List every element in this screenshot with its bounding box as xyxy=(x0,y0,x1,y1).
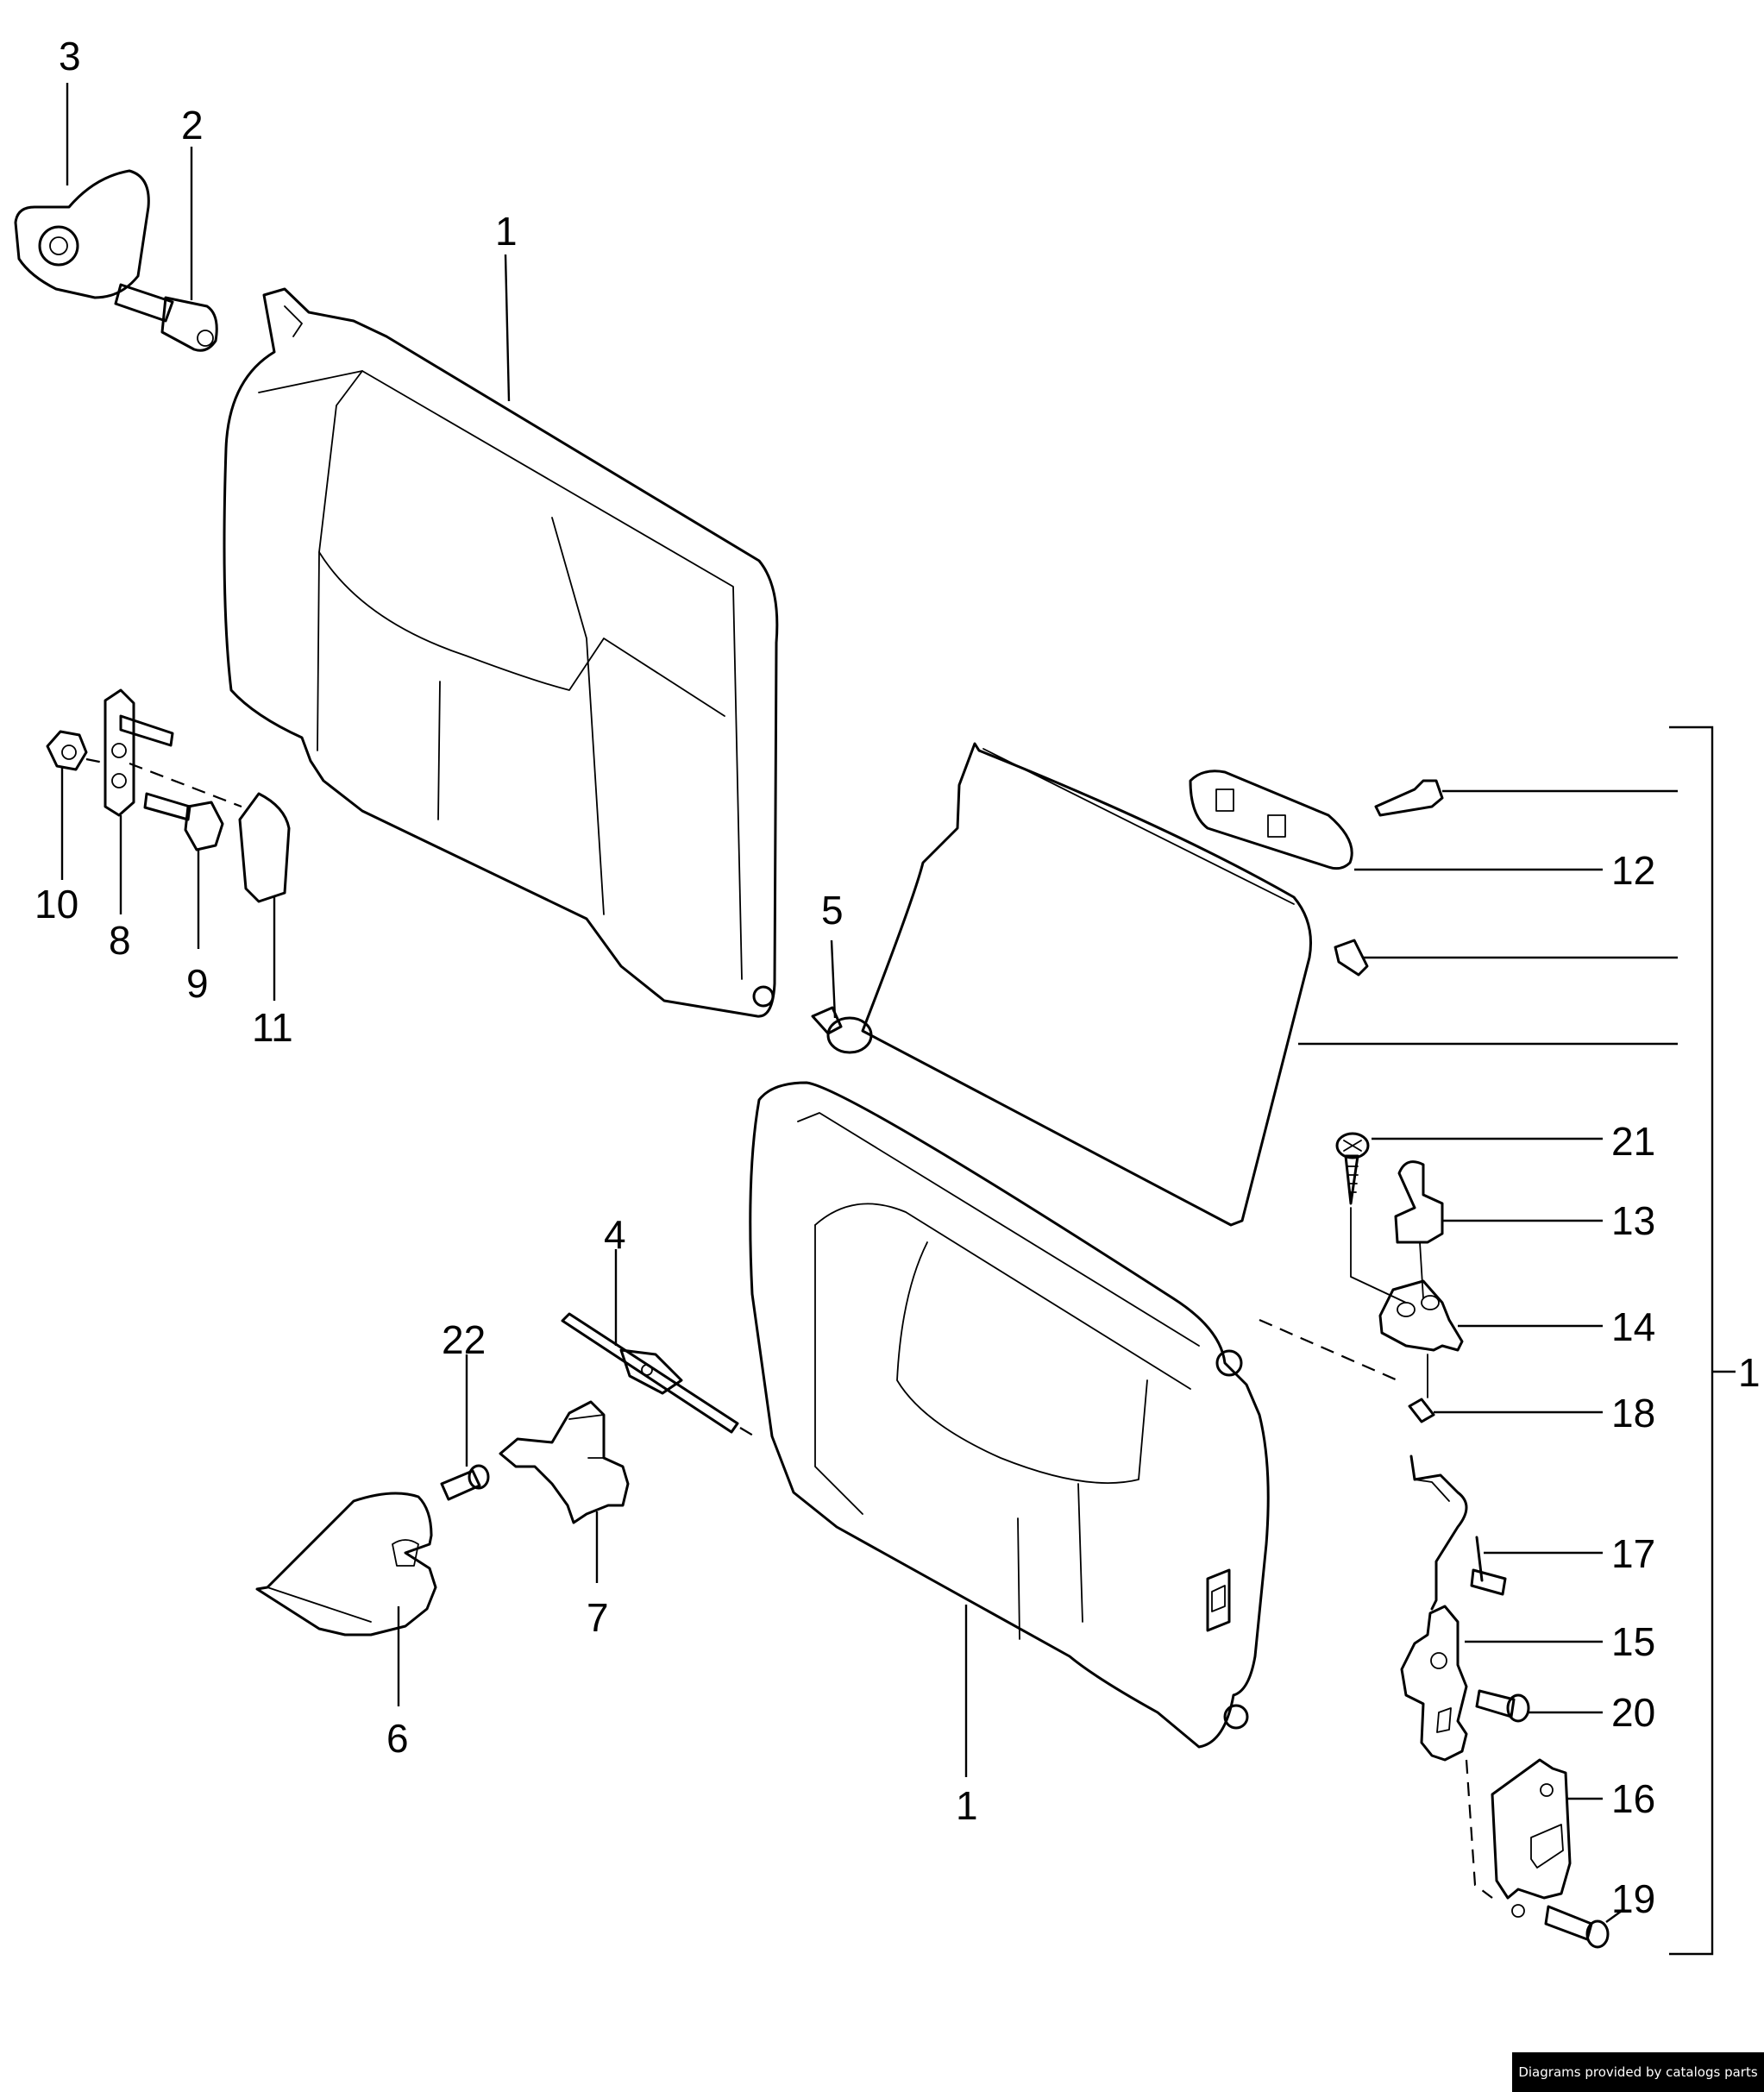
callout-17: 17 xyxy=(1611,1531,1656,1576)
callout-16: 16 xyxy=(1611,1776,1656,1821)
callout-20: 20 xyxy=(1611,1690,1656,1735)
callout-9: 9 xyxy=(186,961,209,1006)
diagram-credit-banner: Diagrams provided by catalogs parts xyxy=(1512,2052,1764,2092)
callout-2: 2 xyxy=(181,103,204,148)
callout-4: 4 xyxy=(604,1212,626,1257)
callout-8: 8 xyxy=(109,918,131,963)
callout-18: 18 xyxy=(1611,1391,1656,1436)
upper-backrest xyxy=(223,287,779,1018)
callout-11: 11 xyxy=(252,1005,293,1050)
callout-3: 3 xyxy=(59,34,81,79)
rear-board-panel xyxy=(861,742,1313,1227)
panel-clip xyxy=(1334,939,1369,977)
callout-22: 22 xyxy=(442,1317,487,1362)
part-2-bolt xyxy=(114,283,218,352)
callout-19: 19 xyxy=(1611,1876,1656,1921)
part-12-trim xyxy=(1189,770,1444,870)
lower-backrest xyxy=(749,1081,1270,1749)
part-6-cover xyxy=(255,1492,437,1637)
callout-15: 15 xyxy=(1611,1619,1656,1664)
part-22-screw xyxy=(440,1464,490,1501)
callout-7: 7 xyxy=(587,1595,609,1640)
callout-14: 14 xyxy=(1611,1304,1656,1349)
callout-6: 6 xyxy=(386,1716,409,1761)
callout-1-right: 1 xyxy=(1738,1350,1761,1395)
part-3-cover xyxy=(14,169,150,299)
callout-1-lower: 1 xyxy=(956,1783,978,1828)
callout-1-upper: 1 xyxy=(495,209,518,254)
callout-21: 21 xyxy=(1611,1119,1656,1164)
latch-hardware-right xyxy=(1259,1132,1610,1949)
callout-10: 10 xyxy=(35,882,79,927)
leader-lines xyxy=(60,83,1736,1956)
callout-13: 13 xyxy=(1611,1198,1656,1243)
part-4-rod xyxy=(561,1312,760,1440)
hinge-hardware-left xyxy=(46,688,291,903)
part-7-bracket xyxy=(499,1400,630,1524)
callout-5: 5 xyxy=(821,888,844,933)
callout-12: 12 xyxy=(1611,848,1656,893)
